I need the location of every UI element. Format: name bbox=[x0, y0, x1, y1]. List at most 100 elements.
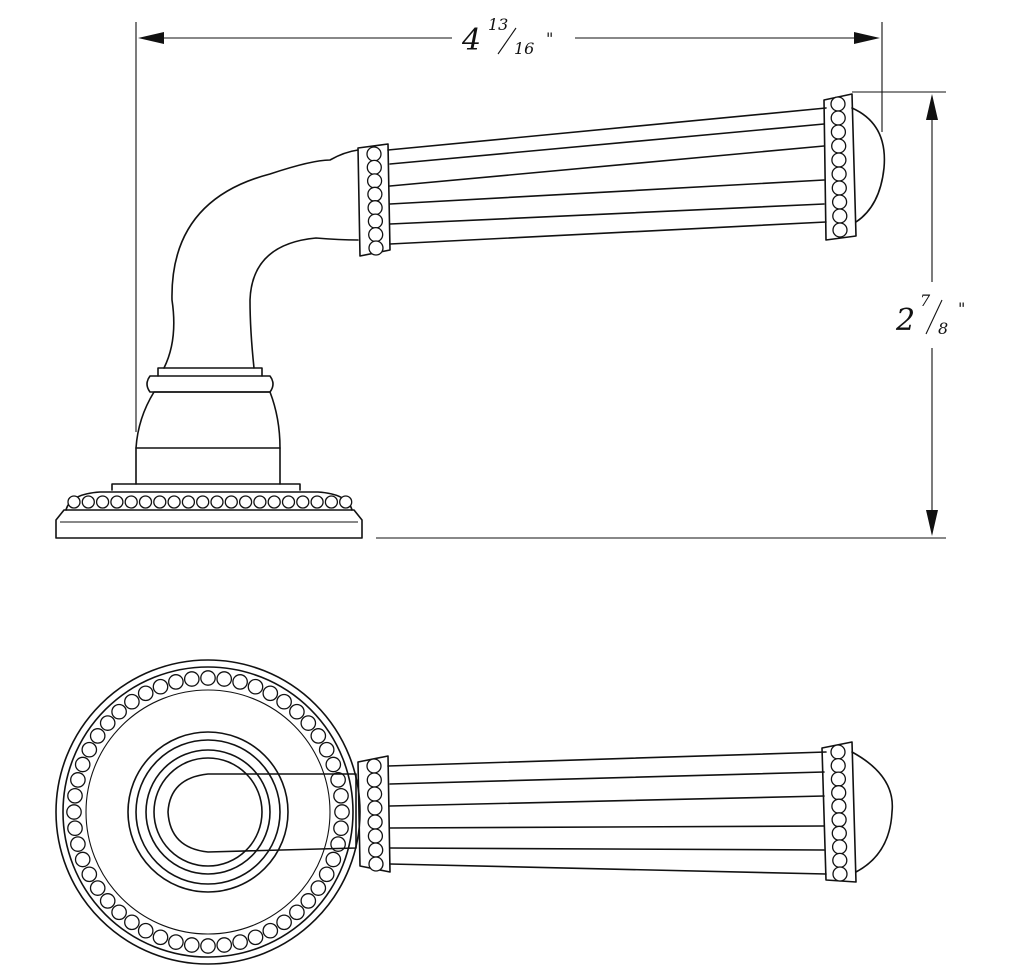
bead bbox=[831, 812, 847, 828]
bead bbox=[324, 495, 339, 509]
bead bbox=[110, 495, 124, 509]
bead bbox=[247, 678, 264, 695]
bead bbox=[368, 240, 384, 256]
bead bbox=[210, 495, 224, 509]
bead bbox=[831, 839, 848, 855]
bead bbox=[289, 703, 305, 720]
height-dimension: 2 7 8 " bbox=[376, 91, 965, 539]
width-numerator: 13 bbox=[488, 15, 508, 34]
beaded-collar-near bbox=[366, 146, 384, 256]
bead bbox=[318, 741, 335, 758]
bead bbox=[81, 866, 98, 883]
width-dimension: 4 13 16 " bbox=[135, 15, 883, 432]
bead bbox=[74, 756, 91, 773]
bead bbox=[831, 798, 847, 814]
bead bbox=[224, 495, 238, 509]
height-whole: 2 bbox=[895, 303, 915, 338]
bead bbox=[247, 929, 264, 946]
bead bbox=[318, 866, 335, 883]
bead bbox=[325, 851, 342, 868]
bead bbox=[366, 146, 382, 162]
bead bbox=[181, 495, 196, 509]
bead bbox=[366, 159, 382, 176]
bead bbox=[124, 693, 140, 710]
bead bbox=[831, 194, 848, 210]
bead bbox=[99, 893, 116, 909]
bead bbox=[137, 685, 154, 702]
rose-beads-front bbox=[66, 670, 350, 954]
bead bbox=[183, 671, 200, 687]
bead bbox=[325, 756, 342, 773]
bead bbox=[830, 757, 846, 774]
bead bbox=[832, 866, 848, 882]
bead bbox=[196, 495, 210, 509]
bead bbox=[334, 804, 350, 820]
bead bbox=[289, 904, 305, 921]
front-beaded-collar-near bbox=[366, 758, 384, 872]
bead bbox=[138, 495, 153, 509]
bead bbox=[281, 495, 296, 509]
bead bbox=[330, 772, 346, 788]
bead bbox=[216, 937, 233, 953]
bead bbox=[832, 852, 848, 869]
bead bbox=[368, 226, 384, 243]
front-beaded-collar-far bbox=[830, 744, 848, 882]
bead bbox=[67, 787, 83, 804]
bead bbox=[366, 758, 382, 774]
bead bbox=[300, 715, 317, 731]
bead bbox=[367, 200, 383, 216]
bead bbox=[830, 124, 847, 140]
bead bbox=[366, 772, 382, 788]
rose-beads-side bbox=[67, 495, 353, 509]
bead bbox=[67, 495, 81, 509]
bead bbox=[831, 785, 847, 801]
bead bbox=[124, 914, 140, 931]
bead bbox=[183, 937, 200, 953]
bead bbox=[70, 772, 86, 788]
bead bbox=[310, 728, 327, 744]
bead bbox=[89, 880, 106, 896]
bead bbox=[367, 213, 384, 229]
bead bbox=[81, 495, 95, 509]
bead bbox=[168, 674, 184, 690]
bead bbox=[262, 922, 279, 939]
bead bbox=[89, 728, 106, 744]
bead bbox=[830, 771, 847, 787]
bead bbox=[830, 744, 846, 760]
bead bbox=[368, 856, 384, 872]
front-view bbox=[55, 659, 894, 965]
bead bbox=[111, 904, 127, 921]
bead bbox=[168, 934, 184, 950]
bead bbox=[300, 893, 317, 909]
bead bbox=[124, 495, 138, 509]
bead bbox=[232, 674, 248, 690]
bead bbox=[339, 495, 353, 509]
bead bbox=[137, 922, 154, 939]
bead bbox=[216, 671, 233, 687]
bead bbox=[276, 914, 292, 931]
bead bbox=[333, 787, 349, 804]
bead bbox=[167, 495, 181, 509]
bead bbox=[366, 786, 383, 802]
bead bbox=[200, 938, 216, 954]
bead bbox=[366, 173, 383, 189]
bead bbox=[367, 828, 384, 844]
bead bbox=[66, 804, 82, 820]
bead bbox=[67, 820, 83, 837]
bead bbox=[152, 678, 169, 695]
beaded-collar-far bbox=[830, 96, 848, 238]
bead bbox=[238, 495, 253, 509]
bead bbox=[368, 842, 384, 858]
height-inch-mark: " bbox=[958, 299, 965, 318]
bead bbox=[99, 715, 116, 731]
side-view bbox=[55, 93, 886, 539]
bead bbox=[95, 495, 110, 509]
width-whole: 4 bbox=[461, 23, 481, 58]
bead bbox=[831, 138, 847, 154]
bead bbox=[152, 929, 169, 946]
width-inch-mark: " bbox=[546, 29, 553, 48]
bead bbox=[200, 670, 216, 686]
bead bbox=[310, 495, 324, 509]
width-denominator: 16 bbox=[514, 39, 534, 58]
